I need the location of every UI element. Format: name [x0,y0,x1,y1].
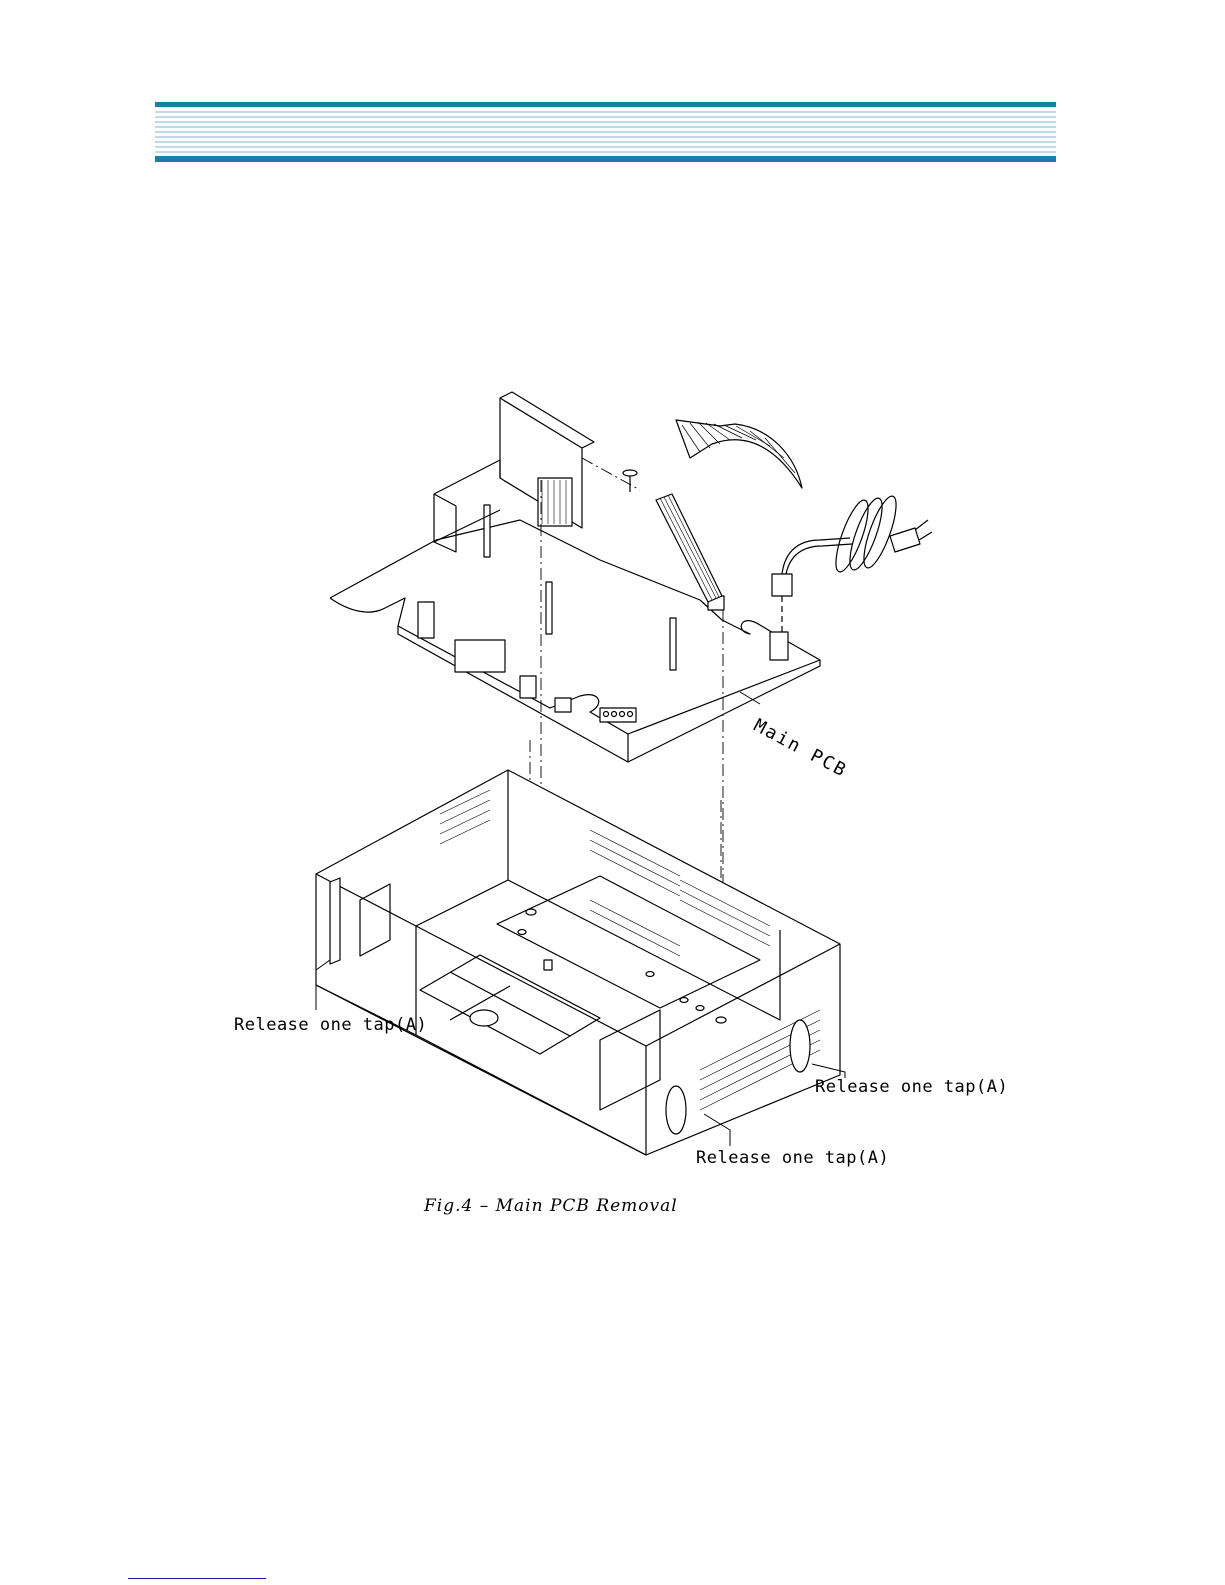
board-posts [484,505,676,670]
front-bracket [434,392,594,552]
rotation-arrow [676,420,802,488]
footer-rule [128,1578,266,1579]
release-tap-label-left: Release one tap(A) [234,1015,427,1035]
power-cord [772,493,932,632]
release-tap-label-right: Release one tap(A) [815,1077,1008,1097]
release-tap-label-bottom: Release one tap(A) [696,1148,889,1168]
tab-opening-front [666,1086,686,1134]
main-pcb-board [330,505,820,762]
tab-opening-right [790,1020,810,1072]
board-connectors [418,596,788,722]
screw [623,470,637,492]
figure-caption: Fig.4 – Main PCB Removal [424,1196,678,1216]
chassis-frame [316,770,840,1155]
